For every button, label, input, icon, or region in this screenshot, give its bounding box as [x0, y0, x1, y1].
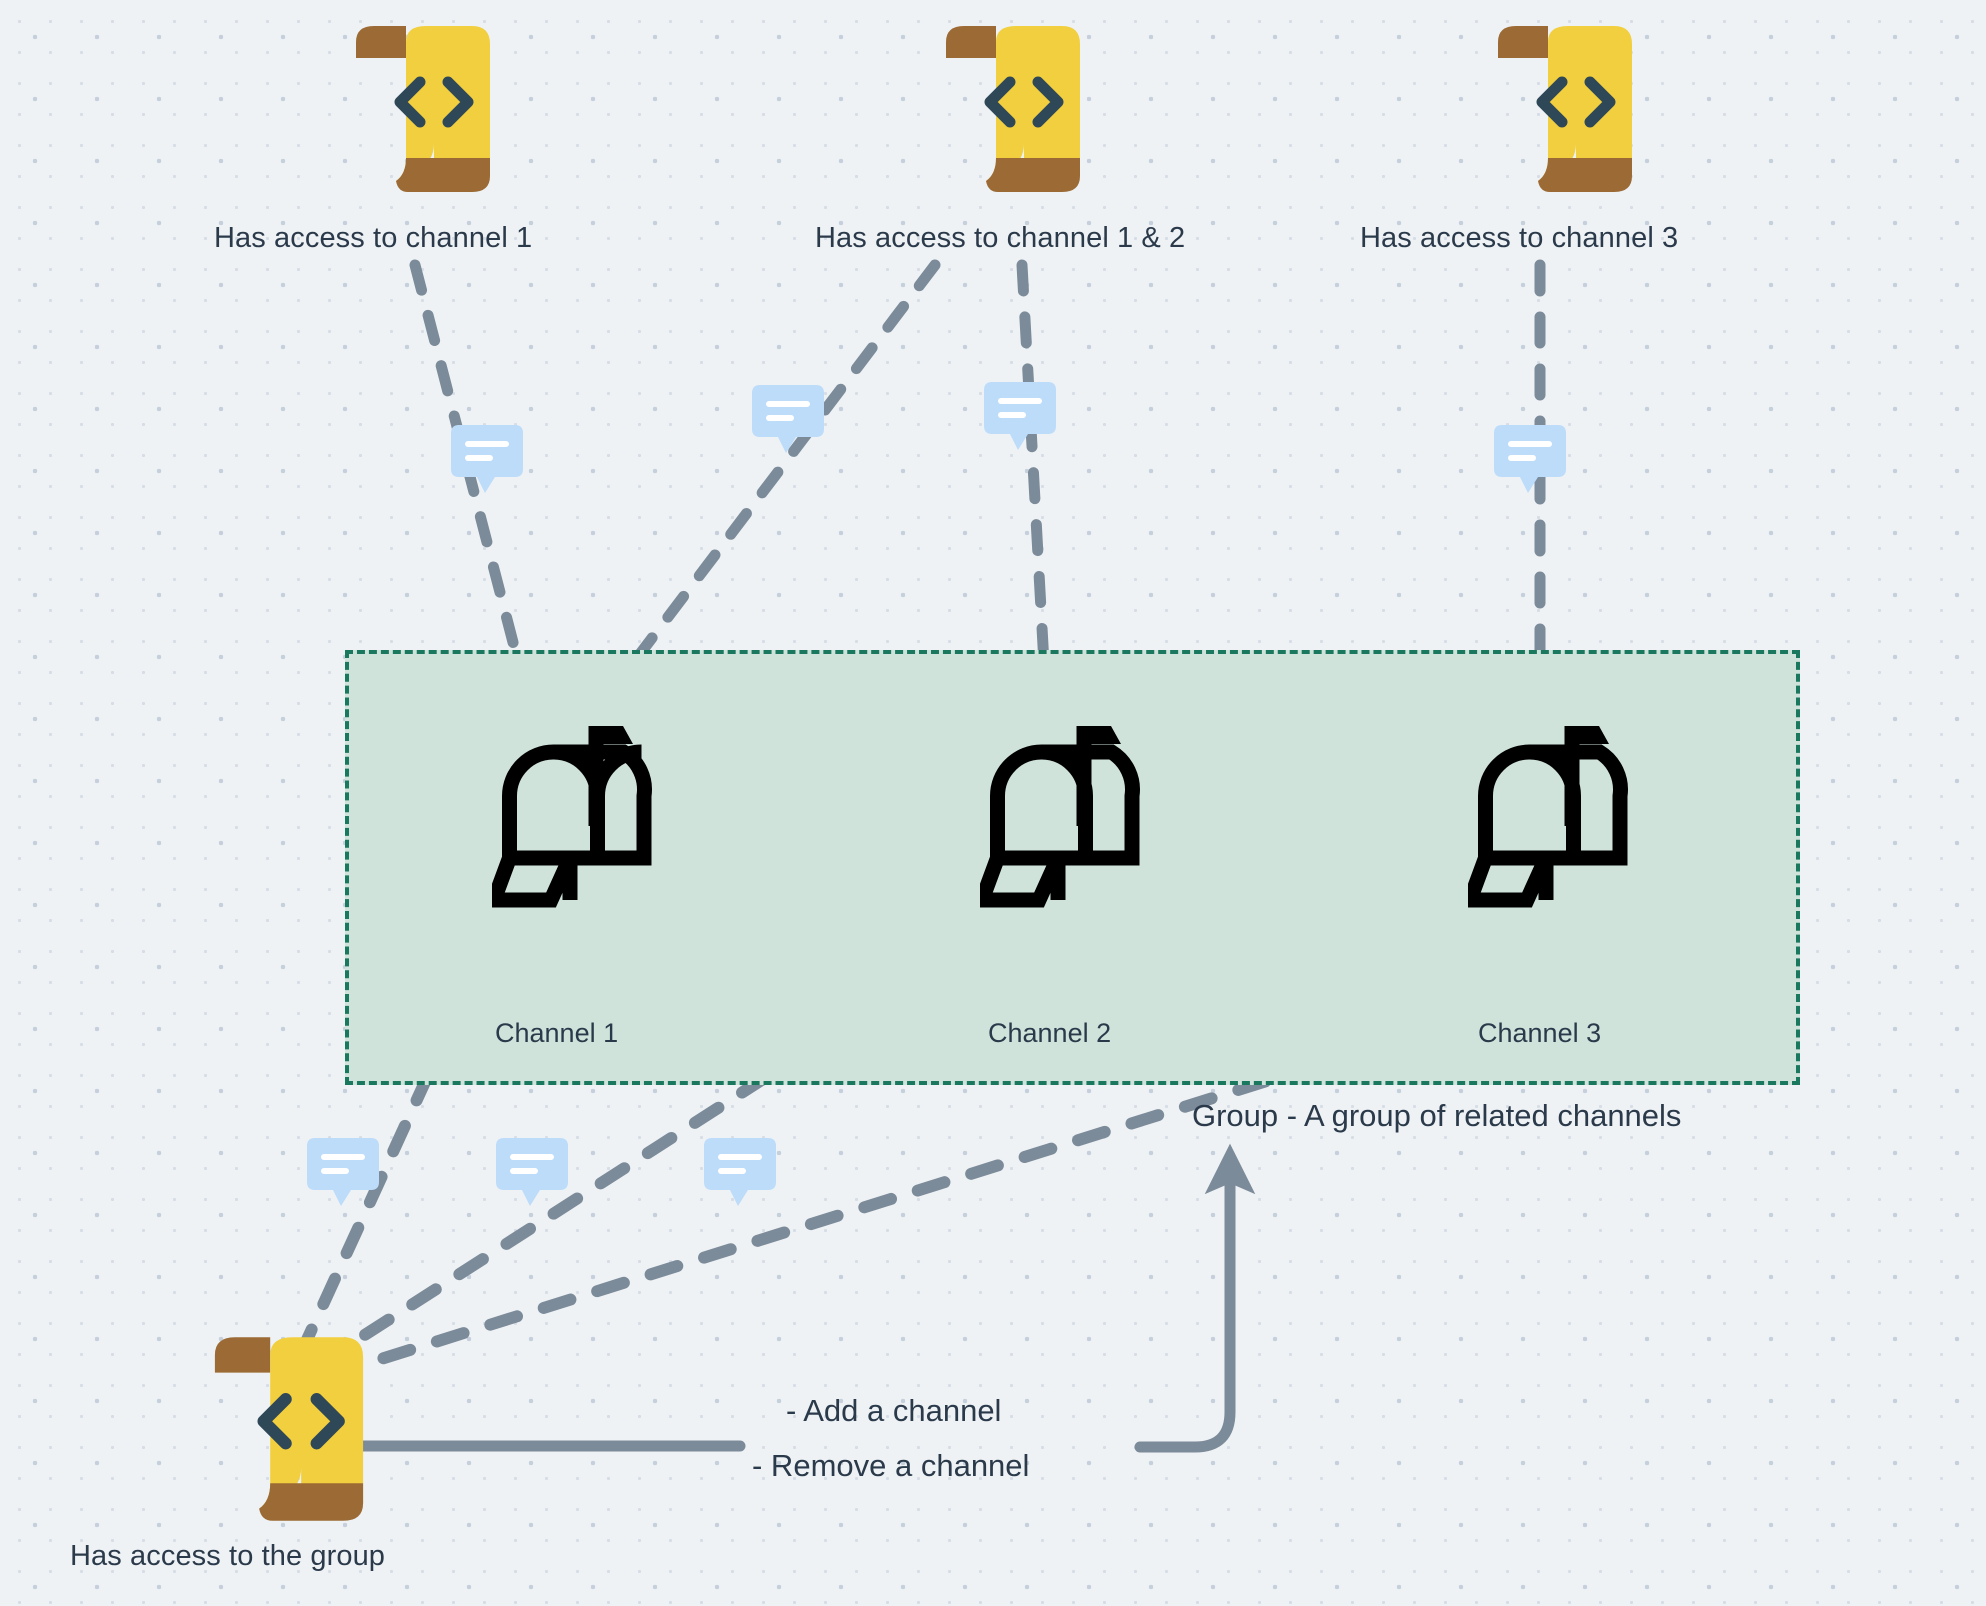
message-bubble-icon — [748, 385, 828, 455]
group-caption: Group - A group of related channels — [1192, 1098, 1682, 1133]
edge-actor2-to-channel1 — [586, 259, 941, 725]
bottom-actor-label: Has access to the group — [70, 1540, 386, 1572]
code-scroll-icon — [206, 1335, 372, 1523]
message-bubble-icon — [303, 1138, 383, 1208]
code-scroll-icon — [1490, 24, 1640, 194]
group-container — [345, 650, 1800, 1085]
edge-actor2-to-channel2 — [1016, 259, 1073, 731]
message-bubble-icon — [447, 425, 527, 495]
message-bubble-icon — [492, 1138, 572, 1208]
message-bubble-icon — [700, 1138, 780, 1208]
code-scroll-icon — [938, 24, 1088, 194]
channel-3-label: Channel 3 — [1478, 1018, 1602, 1048]
channel-1-label: Channel 1 — [495, 1018, 619, 1048]
channel-2-label: Channel 2 — [988, 1018, 1112, 1048]
message-bubble-icon — [1490, 425, 1570, 495]
edge-actions-to-group — [1134, 1143, 1256, 1453]
mailbox-icon — [483, 718, 667, 908]
code-scroll-icon — [348, 24, 498, 194]
actor-1-label: Has access to channel 1 — [214, 222, 533, 254]
actor-2-label: Has access to channel 1 & 2 — [815, 222, 1186, 254]
mailbox-icon — [1459, 718, 1643, 908]
add-channel-action: - Add a channel — [786, 1393, 1002, 1428]
remove-channel-action: - Remove a channel — [752, 1448, 1030, 1483]
actor-3-label: Has access to channel 3 — [1360, 222, 1679, 254]
mailbox-icon — [971, 718, 1155, 908]
message-bubble-icon — [980, 382, 1060, 452]
